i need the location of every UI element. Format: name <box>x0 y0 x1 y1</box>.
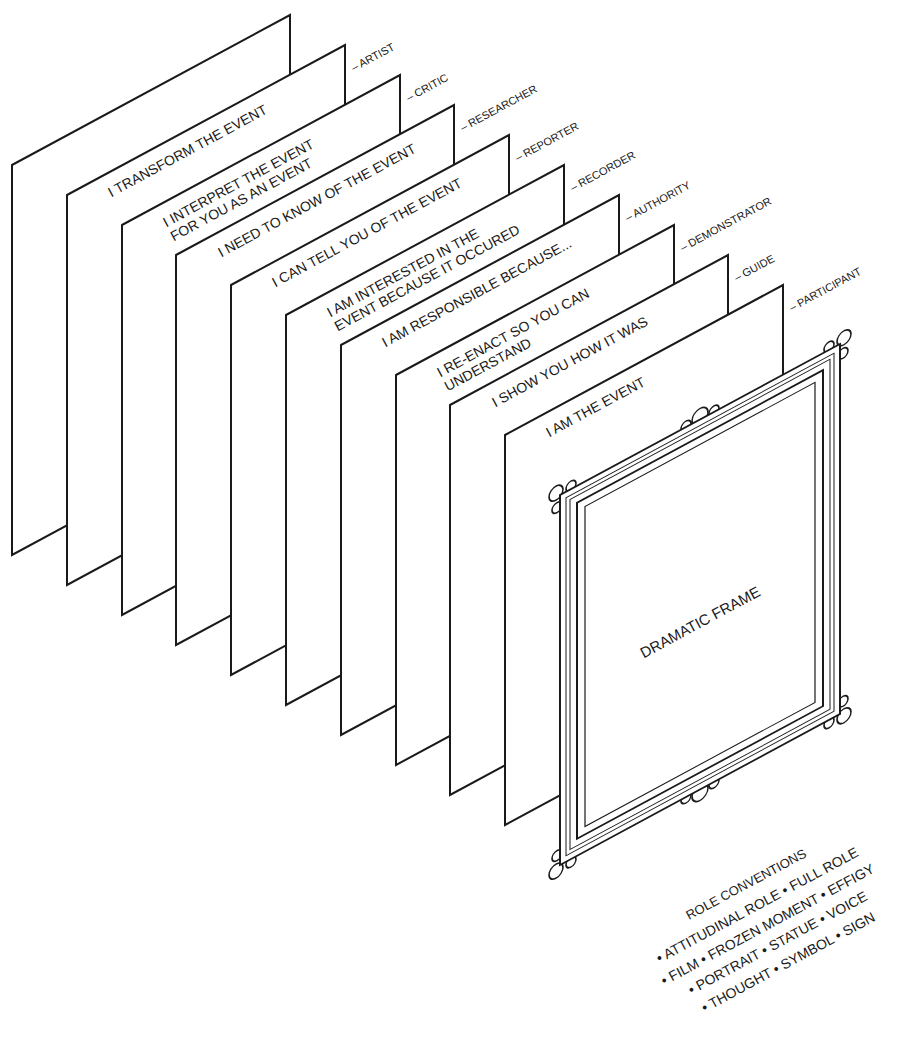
role-name: – REPORTER <box>513 120 581 164</box>
role-name: – PARTICIPANT <box>787 265 863 314</box>
role-name: – DEMONSTRATOR <box>678 195 773 254</box>
frame-border <box>560 344 840 865</box>
frame-border <box>570 359 830 849</box>
role-name: – ARTIST <box>349 40 397 74</box>
frame-border <box>566 353 834 856</box>
role-name: – RECORDER <box>568 149 637 194</box>
frame-border <box>577 370 823 839</box>
role-name: – RESEARCHER <box>458 82 539 134</box>
role-name: – AUTHORITY <box>623 179 692 224</box>
conventions-list: ROLE CONVENTIONS• ATTITUDINAL ROLE • FUL… <box>637 821 899 1030</box>
role-name: – GUIDE <box>732 252 777 284</box>
frame-border <box>585 382 815 826</box>
role-name: – CRITIC <box>404 71 450 104</box>
